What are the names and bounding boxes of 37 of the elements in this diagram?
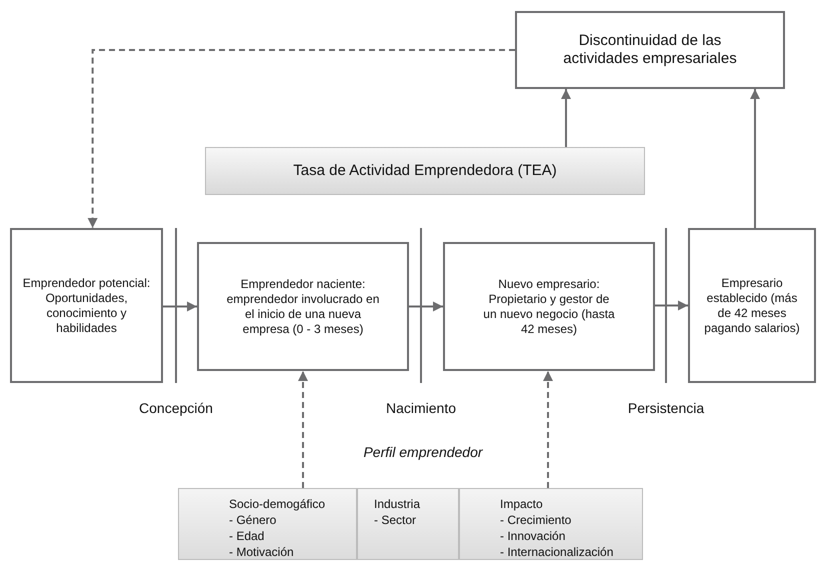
phase-label: Persistencia (628, 400, 704, 416)
list-item: - Edad (229, 528, 264, 544)
arrow (655, 300, 688, 310)
node-text: Discontinuidad de las actividades empresariales (562, 32, 738, 68)
process-box (443, 242, 655, 371)
phase-label: Nacimiento (386, 400, 456, 416)
list-item: - Género (229, 512, 276, 528)
cell-heading: Industria (374, 496, 420, 512)
node-text: Emprendedor potencial: Oportunidades, conocimiento y habilidades (22, 276, 152, 336)
phase-label: Concepción (139, 400, 213, 416)
node-text: Empresario establecido (más de 42 meses pagando salarios) (704, 276, 800, 336)
banner-box (205, 147, 645, 195)
process-box (10, 228, 163, 383)
cell-heading: Socio-demogáfico (229, 496, 326, 512)
arrow (163, 302, 197, 312)
node-text: Nuevo empresario: Propietario y gestor de un nuevo negocio (hasta 42 meses) (482, 276, 616, 336)
table-cell (357, 488, 459, 560)
arrow (543, 371, 553, 488)
process-box (197, 242, 409, 371)
arrow (750, 89, 760, 228)
table-cell (178, 488, 357, 560)
list-item: - Crecimiento (500, 512, 572, 528)
arrow (88, 49, 515, 228)
list-item: - Innovación (500, 528, 566, 544)
arrow (409, 302, 443, 312)
table-cell (459, 488, 643, 560)
arrow (298, 371, 308, 488)
section-heading: Perfil emprendedor (363, 444, 483, 460)
list-item: - Sector (374, 512, 416, 528)
list-item: - Internacionalización (500, 544, 614, 560)
arrow (561, 89, 571, 147)
list-item: - Motivación (229, 544, 294, 560)
process-box (688, 228, 816, 383)
process-box (515, 11, 785, 89)
cell-heading: Impacto (500, 496, 543, 512)
node-text: Tasa de Actividad Emprendedora (TEA) (293, 162, 557, 180)
node-text: Emprendedor naciente: emprendedor involucrado en el inicio de una nueva empresa (0 - 3 meses) (226, 276, 380, 336)
